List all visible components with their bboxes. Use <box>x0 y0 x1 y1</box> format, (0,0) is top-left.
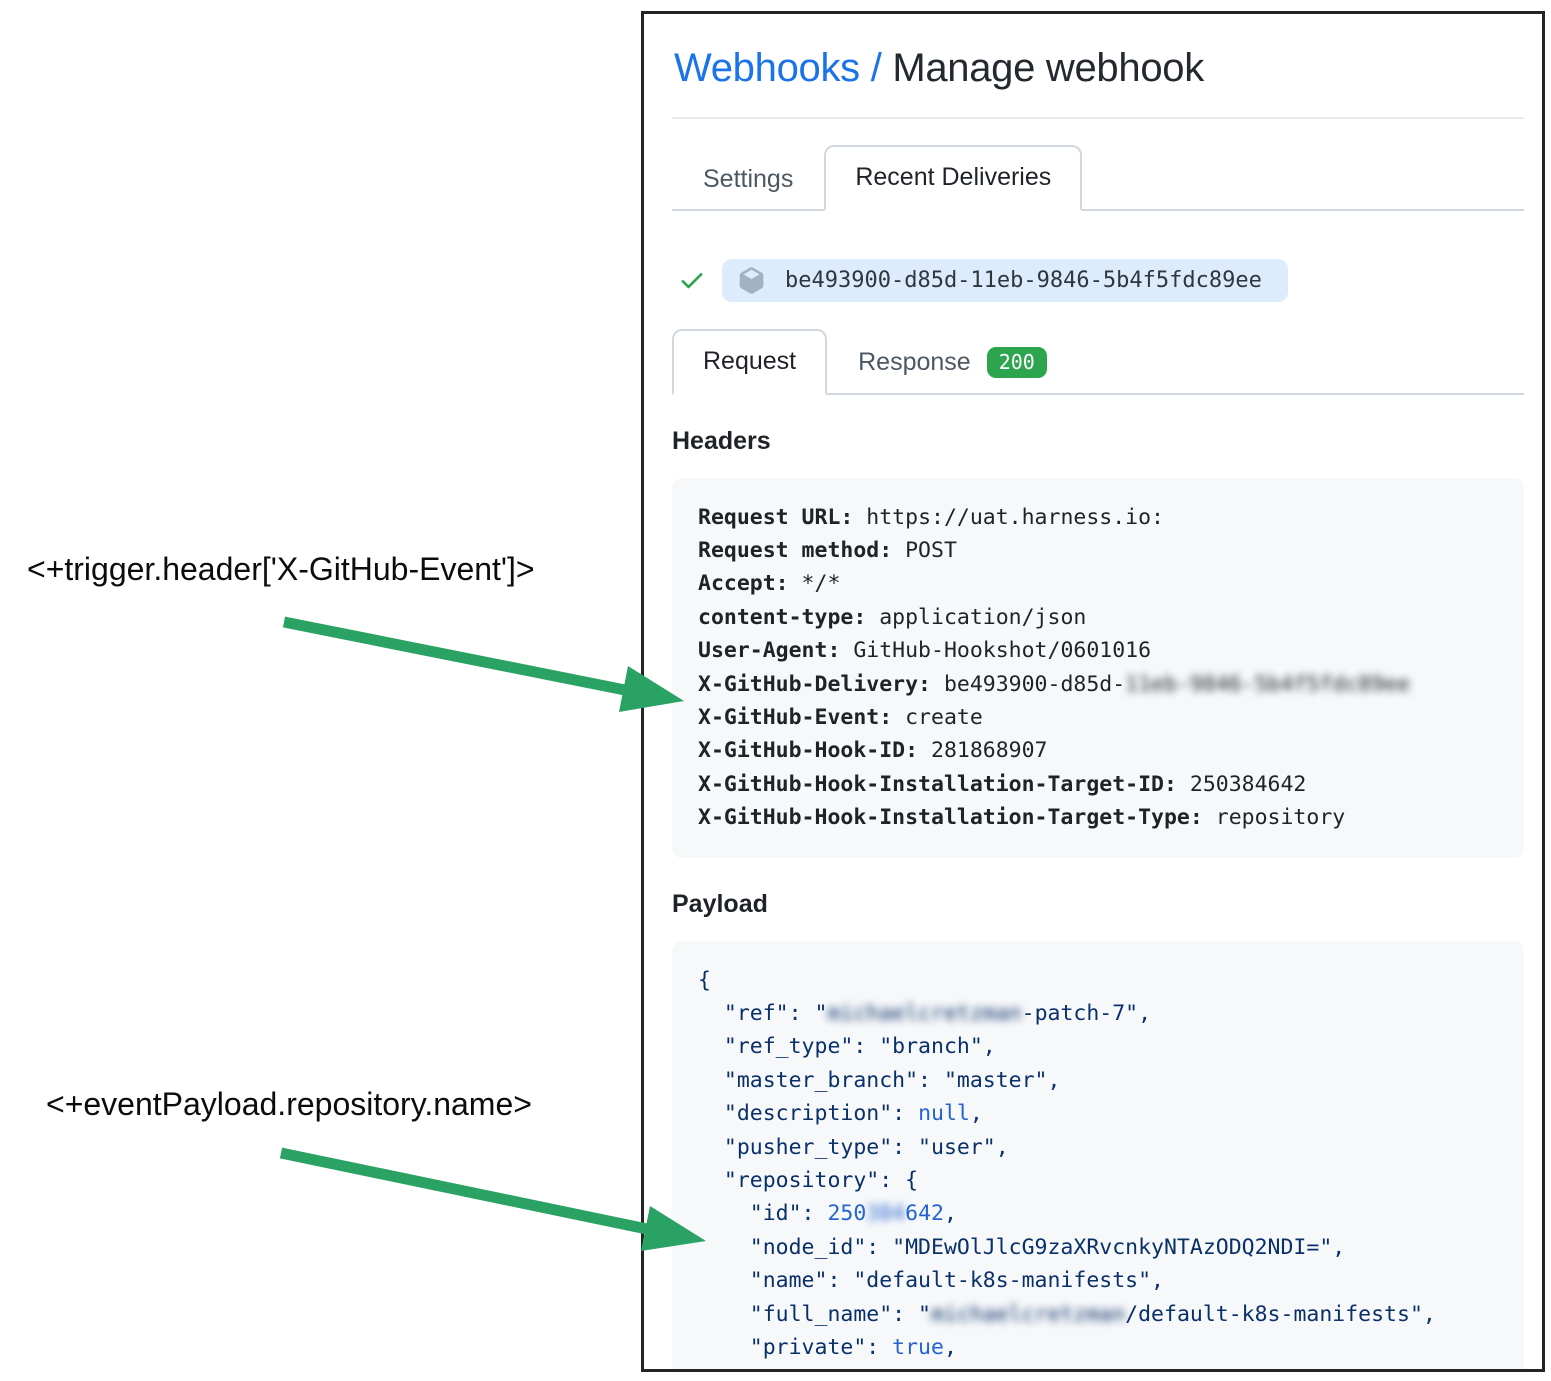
webhook-tabnav: Settings Recent Deliveries <box>672 145 1524 211</box>
code-line: Accept: */* <box>698 571 841 597</box>
delivery-id: be493900-d85d-11eb-9846-5b4f5fdc89ee <box>785 267 1262 293</box>
tab-response-label: Response <box>858 347 971 376</box>
code-line: X-GitHub-Event: create <box>698 704 983 730</box>
code-line: Request URL: https://uat.harness.io: <box>698 504 1165 530</box>
tab-response[interactable]: Response 200 <box>827 328 1078 395</box>
code-line: "master_branch": "master", <box>698 1067 1061 1093</box>
headers-code-block: Request URL: https://uat.harness.io: Requ… <box>672 477 1524 858</box>
arrow-to-x-github-event <box>282 616 684 712</box>
code-line: { <box>698 967 711 993</box>
code-line: "ref": "michaelcretzman-patch-7", <box>698 1000 1152 1026</box>
delivery-id-pill[interactable]: be493900-d85d-11eb-9846-5b4f5fdc89ee <box>722 258 1288 302</box>
payload-section-heading: Payload <box>672 889 768 918</box>
code-line: content-type: application/json <box>698 604 1087 630</box>
code-line: "node_id": "MDEwOlJlcG9zaXRvcnkyNTAzODQ2… <box>698 1234 1346 1260</box>
code-line: "id": 250384642, <box>698 1201 957 1227</box>
title-divider <box>672 117 1524 119</box>
package-icon <box>739 266 764 294</box>
code-line: X-GitHub-Hook-ID: 281868907 <box>698 738 1048 764</box>
code-line: Request method: POST <box>698 537 957 563</box>
page-title-text: Manage webhook <box>892 46 1204 90</box>
annotation-event-payload-expression: <+eventPayload.repository.name> <box>46 1086 532 1122</box>
response-status-badge: 200 <box>986 346 1047 378</box>
headers-section-heading: Headers <box>672 426 771 455</box>
code-line: "name": "default-k8s-manifests", <box>698 1268 1164 1294</box>
code-line: X-GitHub-Hook-Installation-Target-ID: 25… <box>698 771 1307 797</box>
annotation-trigger-header-expression: <+trigger.header['X-GitHub-Event']> <box>27 551 535 587</box>
tab-request[interactable]: Request <box>672 329 828 395</box>
code-line: X-GitHub-Hook-Installation-Target-Type: … <box>698 805 1346 831</box>
tab-recent-deliveries[interactable]: Recent Deliveries <box>824 145 1083 211</box>
delivery-row: be493900-d85d-11eb-9846-5b4f5fdc89ee <box>672 258 1524 302</box>
code-line: "description": null, <box>698 1101 983 1127</box>
code-line: User-Agent: GitHub-Hookshot/0601016 <box>698 638 1152 664</box>
breadcrumb-link-webhooks[interactable]: Webhooks / <box>674 46 893 90</box>
tab-settings[interactable]: Settings <box>703 165 794 193</box>
delivery-success-check-icon <box>681 273 703 289</box>
code-line: "owner": { <box>698 1364 1498 1369</box>
code-line: "pusher_type": "user", <box>698 1134 1009 1160</box>
payload-code-block: { "ref": "michaelcretzman-patch-7", "ref… <box>672 940 1524 1369</box>
manage-webhook-panel: Webhooks / Manage webhook Settings Recen… <box>641 11 1545 1372</box>
code-line: "ref_type": "branch", <box>698 1034 996 1060</box>
breadcrumb-separator: / <box>859 46 893 90</box>
code-line: "private": true, <box>698 1335 957 1361</box>
page-title: Webhooks / Manage webhook <box>674 46 1522 91</box>
code-line: X-GitHub-Delivery: be493900-d85d-11eb-98… <box>698 671 1410 697</box>
code-line: "full_name": "michaelcretzman/default-k8… <box>698 1301 1436 1327</box>
request-response-tabnav: Request Response 200 <box>672 328 1524 395</box>
code-line: "repository": { <box>698 1168 919 1193</box>
